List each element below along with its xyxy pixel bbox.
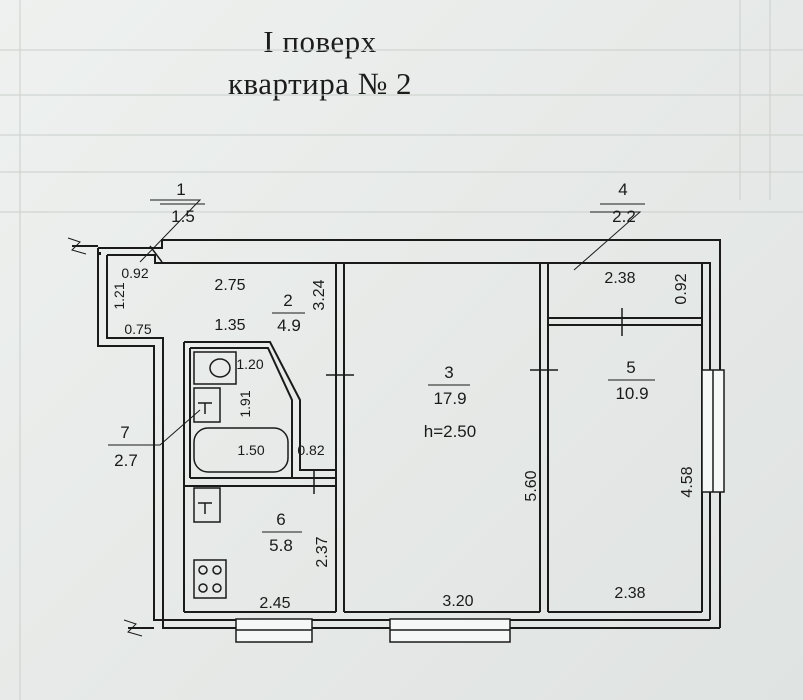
leader-room-4 [573,211,642,271]
dim-0-92-top: 0.92 [121,265,148,281]
dim-5-60: 5.60 [523,470,540,501]
room-5-area: 10.9 [615,384,648,403]
windows [235,369,725,643]
dim-2-38-top: 2.38 [604,270,635,287]
room-6-number: 6 [276,510,285,529]
dim-3-24: 3.24 [311,279,328,310]
dim-2-37: 2.37 [314,536,331,567]
break-symbols [67,237,143,637]
room-4-number: 4 [618,180,627,199]
room-2-number: 2 [283,291,292,310]
room-3-area: 17.9 [433,389,466,408]
stove-fixture [193,559,227,599]
toilet-fixture [193,351,237,385]
dim-1-91: 1.91 [237,390,253,417]
door-markers [149,245,623,494]
dim-1-35: 1.35 [214,317,245,334]
room-7-number: 7 [120,423,129,442]
dim-0-75: 0.75 [124,321,151,337]
room-7-area: 2.7 [114,451,138,470]
dim-2-38-bottom: 2.38 [614,585,645,602]
walls [72,239,721,629]
room-labels: 1 1.5 2 4.9 3 17.9 h=2.50 4 2.2 5 10.9 6… [108,180,655,555]
dimension-labels: 0.92 1.21 0.75 2.75 1.35 3.24 1.20 1.91 … [111,265,696,612]
floor-title: I поверх [263,24,377,59]
ceiling-height: h=2.50 [424,422,476,441]
room-2-area: 4.9 [277,316,301,335]
room-5-number: 5 [626,358,635,377]
room-1-number: 1 [176,180,185,199]
dim-3-20: 3.20 [442,593,473,610]
dim-1-20: 1.20 [236,356,263,372]
dim-0-92-right: 0.92 [673,273,690,304]
room-1-area: 1.5 [171,207,195,226]
room-3-number: 3 [444,363,453,382]
dim-1-50: 1.50 [237,442,264,458]
dim-2-75: 2.75 [214,277,245,294]
room-4-area: 2.2 [612,207,636,226]
dim-2-45: 2.45 [259,595,290,612]
leader-room-1 [139,199,202,263]
dim-0-82: 0.82 [297,442,324,458]
dim-1-21: 1.21 [111,282,127,309]
kitchen-sink-fixture [193,487,221,523]
bathtub-fixture [193,427,289,473]
dim-4-58: 4.58 [679,466,696,497]
room-6-area: 5.8 [269,536,293,555]
sink-fixture [193,387,221,423]
fixtures [193,351,289,599]
